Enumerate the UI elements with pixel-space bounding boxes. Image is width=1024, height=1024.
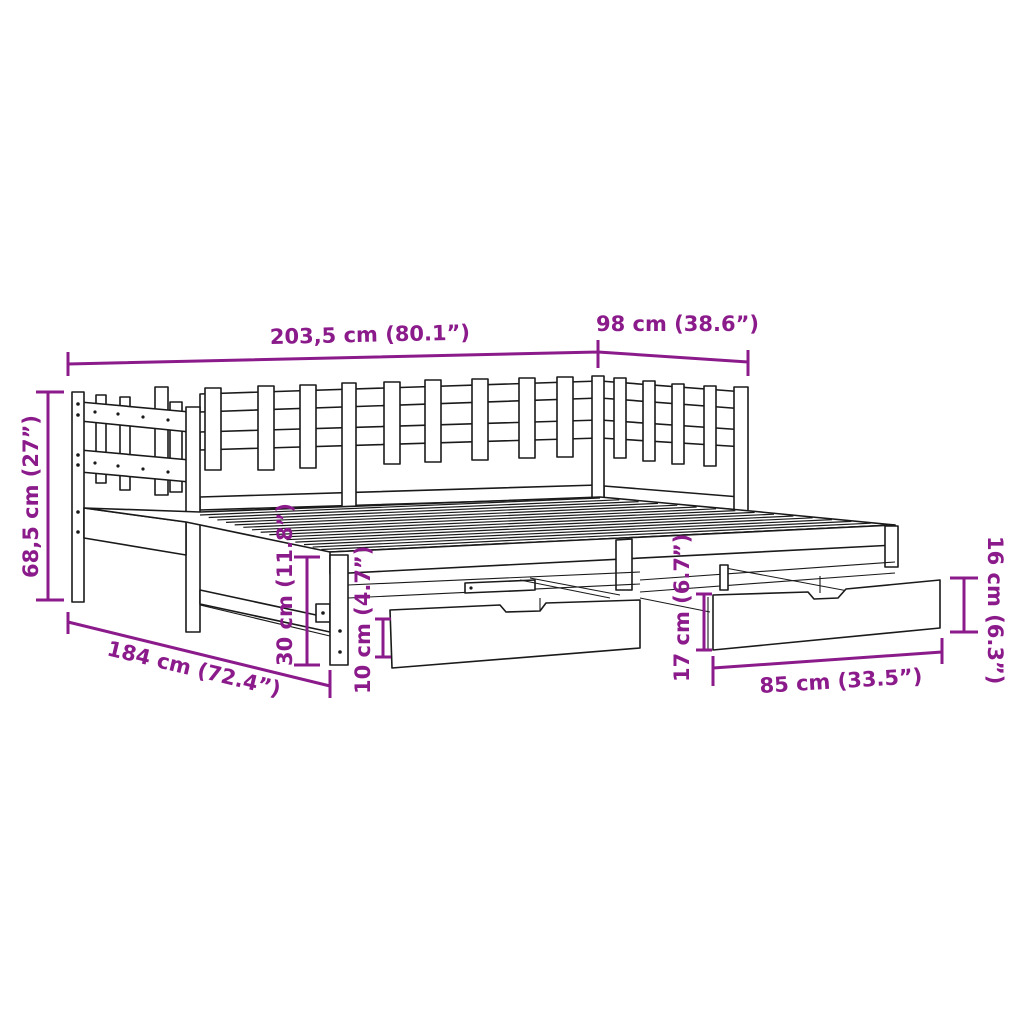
- picket: [703, 385, 717, 467]
- bed-slat: [312, 520, 852, 548]
- picket: [613, 377, 627, 459]
- bed-slat: [260, 510, 736, 533]
- bed-slat: [234, 504, 678, 526]
- label-overall-height: 68,5 cm (27”): [19, 415, 43, 578]
- label-drawer-height: 16 cm (6.3”): [983, 536, 1007, 684]
- daybed-illustration: [71, 375, 941, 669]
- trundle-frame: [199, 524, 899, 666]
- bed-slat: [243, 506, 697, 528]
- label-drawer-length: 85 cm (33.5”): [759, 664, 923, 698]
- dim-line-floor-clearance: [375, 617, 391, 659]
- dim-line-drawer-length: [711, 638, 944, 686]
- slatted-base: [199, 497, 891, 553]
- bed-slat: [225, 502, 659, 523]
- bed-slat: [199, 497, 601, 516]
- bed-slat: [251, 508, 717, 531]
- picket: [299, 384, 317, 469]
- bed-slat: [208, 499, 620, 519]
- picket: [204, 387, 222, 471]
- dimension-lines: [36, 340, 978, 698]
- bed-slat: [286, 515, 794, 541]
- label-overall-length: 203,5 cm (80.1”): [270, 320, 471, 349]
- picket: [424, 379, 442, 463]
- bed-slat: [321, 522, 871, 551]
- bed-slat: [303, 519, 833, 546]
- back-posts: [341, 375, 749, 521]
- picket: [471, 378, 489, 461]
- bed-slat: [295, 517, 813, 543]
- picket: [518, 377, 536, 459]
- drawer-right: [707, 564, 941, 651]
- label-overall-width: 98 cm (38.6”): [596, 312, 759, 336]
- picket: [642, 380, 656, 462]
- bed-slat: [277, 513, 775, 538]
- dim-line-drawer-height: [950, 576, 978, 634]
- label-trundle-height: 30 cm (11.8”): [273, 503, 297, 666]
- picket: [556, 376, 574, 458]
- drawer-left: [389, 598, 641, 669]
- picket: [383, 381, 401, 465]
- bed-slat: [217, 501, 639, 521]
- dim-line-overall-height: [36, 390, 64, 602]
- dim-line-overall-width: [597, 350, 750, 376]
- picket: [257, 385, 275, 471]
- bed-slat: [269, 511, 755, 536]
- dim-line-drawer-front-height: [696, 592, 712, 652]
- dim-line-trundle-height: [294, 555, 320, 667]
- label-floor-clearance: 10 cm (4.7”): [351, 546, 375, 694]
- dim-line-trundle-length: [66, 612, 332, 698]
- dim-line-overall-length: [66, 340, 600, 376]
- label-drawer-front-height: 17 cm (6.7”): [670, 534, 694, 682]
- backrest-pickets: [204, 376, 717, 471]
- picket: [671, 383, 685, 465]
